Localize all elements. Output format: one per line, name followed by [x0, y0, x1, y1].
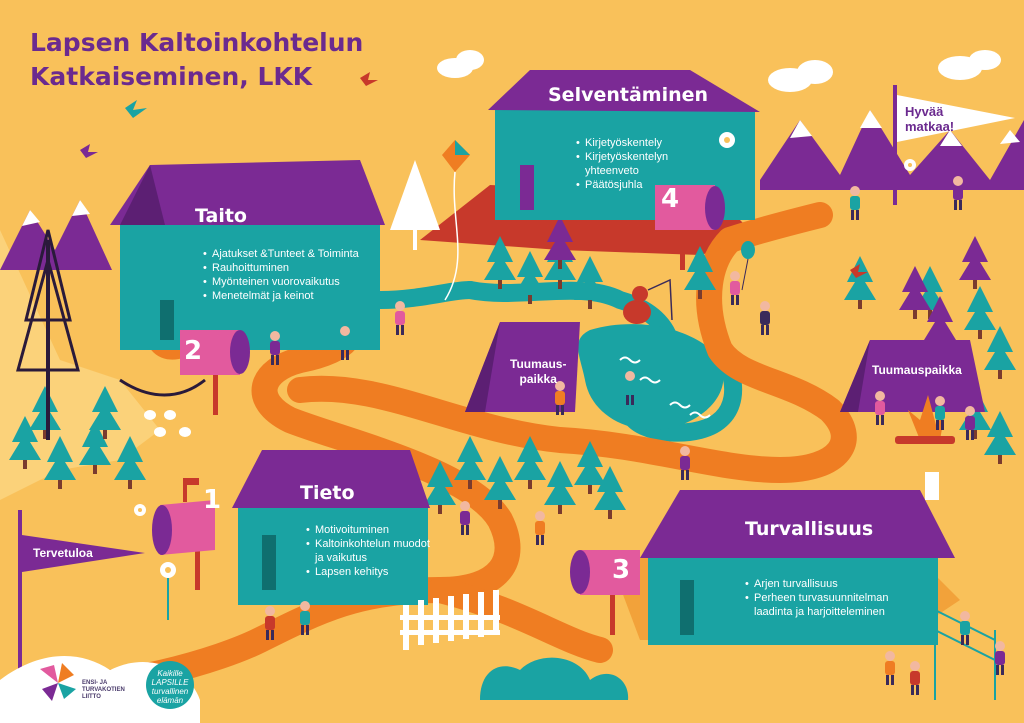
station-name-tieto: Tieto — [300, 482, 355, 504]
station-item: Rauhoittuminen — [203, 261, 383, 275]
bunnies — [144, 410, 191, 437]
station-item: Menetelmät ja keinot — [203, 289, 383, 303]
mailbox-3 — [570, 550, 640, 635]
mailbox-2 — [180, 330, 250, 415]
mountains-right — [760, 110, 1024, 190]
station-number-1: 1 — [203, 485, 222, 515]
station-item: Lapsen kehitys — [306, 565, 431, 579]
hedge — [480, 657, 629, 700]
fence — [400, 590, 500, 650]
kite — [442, 140, 470, 301]
badge-circle — [146, 661, 194, 709]
house-turvallisuus — [640, 472, 955, 645]
flag-end-label: Hyvää matkaa! — [905, 104, 955, 134]
station-item: Kirjetyöskentelyn yhteenveto — [576, 150, 716, 178]
bear — [623, 278, 673, 324]
title-line2: Katkaiseminen, LKK — [30, 62, 313, 91]
tent-left — [465, 322, 580, 412]
hammock — [119, 378, 206, 397]
flowers — [134, 132, 916, 620]
station-item: Myönteinen vuorovaikutus — [203, 275, 383, 289]
station-list-tieto: Motivoituminen Kaltoinkohtelun muodot ja… — [306, 523, 431, 579]
balloon — [741, 241, 755, 291]
flag-start-label: Tervetuloa — [33, 546, 93, 560]
station-number-4: 4 — [661, 184, 680, 214]
station-item: Perheen turvasuunnitelman laadinta ja ha… — [745, 591, 925, 619]
station-list-turvallisuus: Arjen turvallisuus Perheen turvasuunnite… — [745, 577, 925, 619]
birds — [80, 72, 868, 278]
station-name-taito: Taito — [195, 205, 247, 227]
campfire — [895, 395, 955, 444]
station-list-taito: Ajatukset &Tunteet & Toiminta Rauhoittum… — [203, 247, 383, 303]
station-name-selventaminen: Selventäminen — [548, 84, 709, 106]
flag-start — [18, 510, 145, 680]
station-item: Päätösjuhla — [576, 178, 716, 192]
page-title: Lapsen Kaltoinkohtelun Katkaiseminen, LK… — [30, 26, 363, 94]
station-number-3: 3 — [612, 555, 631, 585]
tent-left-label: Tuumaus- paikka — [510, 357, 567, 386]
org-logo-pinwheel — [40, 663, 76, 701]
station-name-turvallisuus: Turvallisuus — [745, 518, 874, 540]
station-item: Ajatukset &Tunteet & Toiminta — [203, 247, 383, 261]
tall-black-tree — [16, 229, 80, 440]
station-item: Kirjetyöskentely — [576, 136, 716, 150]
station-list-selventaminen: Kirjetyöskentely Kirjetyöskentelyn yhtee… — [576, 136, 716, 192]
flag-end — [893, 85, 1015, 205]
white-tree — [390, 160, 440, 250]
mountains-left — [0, 200, 112, 270]
badge-text: Kaikille LAPSILLE turvallinen elämän — [151, 669, 189, 705]
mailbox-4 — [655, 185, 725, 270]
title-line1: Lapsen Kaltoinkohtelun — [30, 28, 364, 57]
tent-right-label: Tuumauspaikka — [872, 363, 962, 377]
station-item: Kaltoinkohtelun muodot ja vaikutus — [306, 537, 431, 565]
station-item: Motivoituminen — [306, 523, 431, 537]
lake — [578, 324, 724, 431]
station-number-2: 2 — [184, 336, 203, 366]
mailbox-1 — [152, 478, 215, 590]
org-logo-text: ENSI- JA TURVAKOTIEN LIITTO — [82, 680, 125, 700]
station-item: Arjen turvallisuus — [745, 577, 925, 591]
meadow-left — [0, 230, 160, 500]
clouds — [437, 50, 1001, 92]
